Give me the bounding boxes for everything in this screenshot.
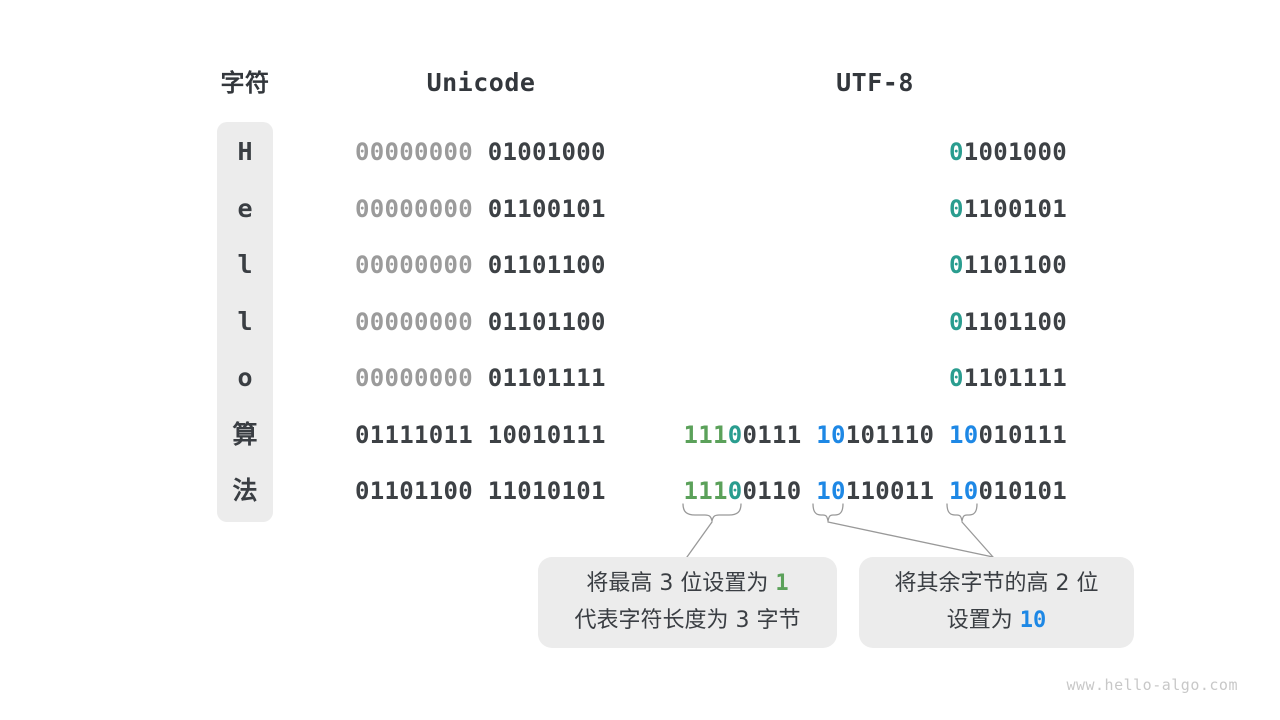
bit-segment-dark: 1101111 xyxy=(963,364,1067,392)
callout-3bit-prefix: 将最高 3 位设置为 1 代表字符长度为 3 字节 xyxy=(538,557,837,648)
bit-segment-green: 111 xyxy=(683,477,728,505)
bit-segment-teal: 0 xyxy=(949,307,964,336)
character-cell: H xyxy=(237,137,253,166)
callout-bit-value: 10 xyxy=(1019,608,1047,633)
callout-text-line: 代表字符长度为 3 字节 xyxy=(538,602,837,639)
character-cell: 算 xyxy=(232,419,258,449)
utf8-binary-cell: 01001000 xyxy=(683,134,1067,170)
column-header-utf8: UTF-8 xyxy=(836,68,914,97)
bit-segment-dark: 01001000 xyxy=(487,138,606,166)
unicode-binary-cell: 01111011 10010111 xyxy=(355,417,607,453)
utf8-binary-cell: 01101111 xyxy=(683,360,1067,396)
bit-segment-dark: 010101 xyxy=(978,477,1067,505)
unicode-binary-cell: 00000000 01100101 xyxy=(355,191,607,227)
callout-text-line: 将最高 3 位设置为 1 xyxy=(538,565,837,602)
bit-segment-blue: 10 xyxy=(949,477,979,505)
bit-segment-dark: 11010101 xyxy=(487,477,606,505)
bit-segment-dark: 01111011 xyxy=(355,420,473,449)
callout-text-line: 将其余字节的高 2 位 xyxy=(859,565,1134,602)
bit-segment-dark: 01101100 xyxy=(487,307,606,336)
bit-segment-dark: 10010111 xyxy=(487,420,606,449)
bit-segment-dark: 01100101 xyxy=(487,194,606,223)
unicode-binary-cell: 00000000 01101111 xyxy=(355,360,607,396)
underbrace-lead-byte-prefix xyxy=(682,503,742,522)
column-header-unicode: Unicode xyxy=(426,68,536,97)
bit-segment-dark: 01101111 xyxy=(487,364,606,392)
underbrace-continuation-byte-3 xyxy=(946,503,978,522)
connector-line-continuation-2 xyxy=(827,521,994,558)
unicode-binary-cell: 00000000 01001000 xyxy=(355,134,607,170)
callout-text: 将最高 3 位设置为 xyxy=(586,571,776,596)
callout-text: 代表字符长度为 3 字节 xyxy=(574,608,801,633)
callout-continuation-bits: 将其余字节的高 2 位设置为 10 xyxy=(859,557,1134,648)
bit-segment-dark: 1001000 xyxy=(963,138,1067,166)
watermark: www.hello-algo.com xyxy=(1066,676,1238,694)
bit-segment-blue: 10 xyxy=(816,477,846,505)
bit-segment-dark: 1101100 xyxy=(963,251,1067,279)
callout-text-line: 设置为 10 xyxy=(859,602,1134,639)
bit-segment-dark: 0111 xyxy=(742,420,802,449)
bit-segment-gray: 00000000 xyxy=(355,194,473,223)
bit-segment-blue: 10 xyxy=(816,420,846,449)
character-column-panel xyxy=(217,122,273,522)
bit-segment-teal: 0 xyxy=(727,420,743,449)
column-header-character: 字符 xyxy=(220,69,270,97)
unicode-binary-cell: 00000000 01101100 xyxy=(355,304,607,340)
utf8-binary-cell: 01101100 xyxy=(683,247,1067,283)
character-cell: 法 xyxy=(232,476,258,505)
bit-segment-teal: 0 xyxy=(949,138,964,166)
bit-segment-gray: 00000000 xyxy=(355,364,473,392)
callout-text: 将其余字节的高 2 位 xyxy=(894,571,1099,596)
bit-segment-dark: 101110 xyxy=(845,420,935,449)
bit-segment-dark: 01101100 xyxy=(355,477,473,505)
bit-segment-dark: 010111 xyxy=(978,420,1067,449)
bit-segment-gray: 00000000 xyxy=(355,138,473,166)
callout-text: 设置为 xyxy=(946,608,1020,633)
connector-line-prefix xyxy=(686,521,713,558)
utf8-binary-cell: 11100111 10101110 10010111 xyxy=(683,417,1067,453)
bit-segment-blue: 10 xyxy=(949,420,979,449)
character-cell: l xyxy=(237,306,253,336)
unicode-binary-cell: 00000000 01101100 xyxy=(355,247,607,283)
utf8-binary-cell: 01101100 xyxy=(683,304,1067,340)
bit-segment-teal: 0 xyxy=(949,251,964,279)
bit-segment-dark: 01101100 xyxy=(487,251,606,279)
character-cell: o xyxy=(237,363,253,392)
utf8-binary-cell: 01100101 xyxy=(683,191,1067,227)
bit-segment-dark: 110011 xyxy=(845,477,935,505)
bit-segment-dark: 0110 xyxy=(742,477,802,505)
bit-segment-teal: 0 xyxy=(727,477,743,505)
bit-segment-dark: 1101100 xyxy=(963,307,1067,336)
utf8-binary-cell: 11100110 10110011 10010101 xyxy=(683,473,1067,509)
callout-bit-value: 1 xyxy=(775,571,789,596)
bit-segment-gray: 00000000 xyxy=(355,307,473,336)
underbrace-continuation-byte-2 xyxy=(812,503,844,522)
character-cell: e xyxy=(237,193,253,223)
bit-segment-teal: 0 xyxy=(949,194,964,223)
bit-segment-green: 111 xyxy=(683,420,728,449)
bit-segment-dark: 1100101 xyxy=(963,194,1067,223)
unicode-binary-cell: 01101100 11010101 xyxy=(355,473,607,509)
bit-segment-gray: 00000000 xyxy=(355,251,473,279)
character-cell: l xyxy=(237,250,253,279)
bit-segment-teal: 0 xyxy=(949,364,964,392)
connector-line-continuation-3 xyxy=(961,521,994,558)
